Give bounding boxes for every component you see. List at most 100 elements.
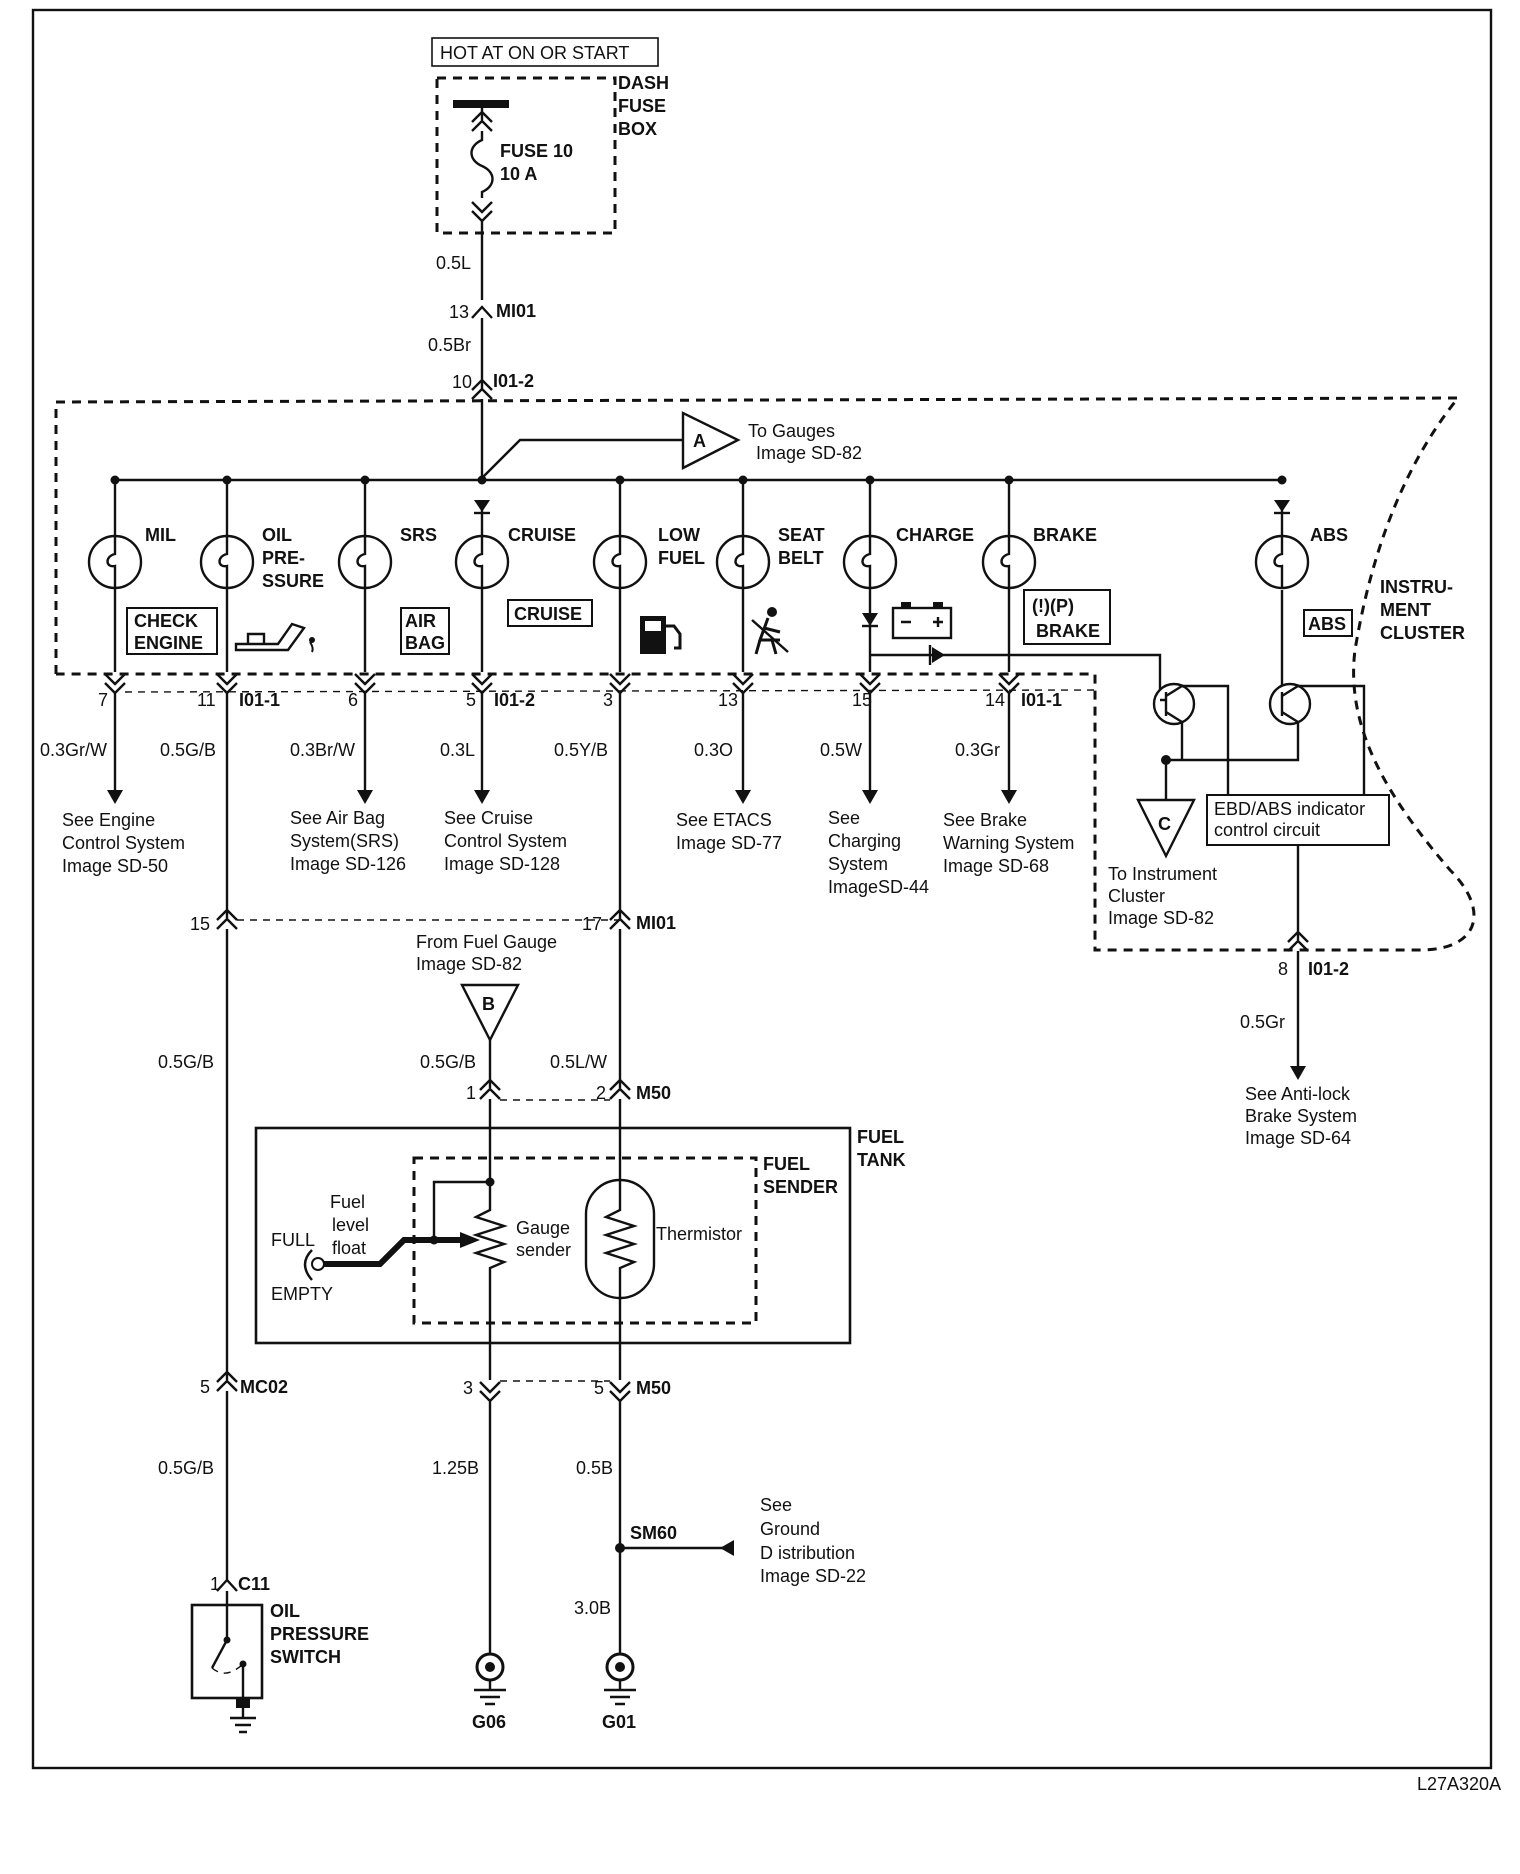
charge-ref-2: Charging: [828, 831, 901, 851]
low-filament: [611, 536, 622, 588]
fuel-tank-box: [254, 1126, 852, 1345]
srs-name-1: SRS: [400, 525, 437, 545]
fuse-busbar: [453, 100, 509, 108]
abs-bus-junction: [1277, 475, 1287, 485]
charge-brake-link: [870, 653, 1162, 700]
battery-icon: [891, 602, 953, 640]
low-wire: 0.5Y/B: [554, 740, 608, 760]
oil-switch-label-1: OIL: [270, 1601, 300, 1621]
cruise-connector: [471, 588, 493, 695]
hot-label: HOT AT ON OR START: [440, 43, 629, 63]
cluster-ref-1: To Instrument: [1108, 864, 1217, 884]
oil-filament: [218, 536, 229, 588]
gauges-ref-letter: A: [693, 431, 706, 451]
abs-badge-text: ABS: [1308, 614, 1346, 634]
cruise-badge-text: CRUISE: [514, 604, 582, 624]
seat-wire: 0.3O: [694, 740, 733, 760]
brake-ref-3: Image SD-68: [943, 856, 1049, 876]
low-pin: 3: [603, 690, 613, 710]
cluster-connector-band: [124, 689, 1096, 693]
oil-switch-contact: [223, 1636, 231, 1644]
cluster-ref-2: Cluster: [1108, 886, 1165, 906]
srs-wire: 0.3Br/W: [290, 740, 355, 760]
srs-filament: [356, 536, 367, 588]
charge-pin: 15: [852, 690, 872, 710]
mil-pin: 7: [98, 690, 108, 710]
m50-bottom-conn: [479, 1381, 631, 1654]
mil-connector: [104, 588, 126, 695]
seat-filament: [734, 536, 745, 588]
cluster-label-1: INSTRU-: [1380, 577, 1453, 597]
gauges-ref-line1: To Gauges: [748, 421, 835, 441]
abs-name-1: ABS: [1310, 525, 1348, 545]
brake-pin: 14: [985, 690, 1005, 710]
brake-transistor-leads: [1160, 684, 1230, 795]
charge-out-arrow: [862, 790, 878, 804]
gauge-sender-1: Gauge: [516, 1218, 570, 1238]
low-connector: [609, 588, 631, 695]
srs-ref-2: System(SRS): [290, 831, 399, 851]
fuse-symbol: [470, 108, 494, 300]
mil-wire: 0.3Gr/W: [40, 740, 107, 760]
float-full: FULL: [271, 1230, 315, 1250]
ebd-abs-line1: EBD/ABS indicator: [1214, 799, 1365, 819]
cluster-label-3: CLUSTER: [1380, 623, 1465, 643]
main-conn2-id: I01-2: [493, 371, 534, 391]
brake-filament: [1000, 536, 1011, 588]
air-bag-badge: [400, 607, 450, 655]
fuel-tank-1: FUEL: [857, 1127, 904, 1147]
m50-bottom-pin1: 3: [463, 1378, 473, 1398]
gnd-ref-2: Ground: [760, 1519, 820, 1539]
abs-badge: [1303, 609, 1353, 637]
oil-switch-dots: [211, 1663, 244, 1674]
gauge-sender-icon: [472, 1182, 508, 1380]
footer-code: L27A320A: [1417, 1774, 1501, 1794]
float-3: float: [332, 1238, 366, 1258]
main-conn1-id: MI01: [496, 301, 536, 321]
check-engine-badge-2: ENGINE: [134, 633, 203, 653]
thermistor-icon: [602, 1180, 638, 1380]
cluster-label-2: MENT: [1380, 600, 1431, 620]
brake-badge-2: BRAKE: [1036, 621, 1100, 641]
fuel-wire-a: 0.5L/W: [550, 1052, 607, 1072]
mil-ref-2: Control System: [62, 833, 185, 853]
gnd-ref-3: D istribution: [760, 1543, 855, 1563]
brake-diode-icon: [932, 647, 945, 663]
seat-belt-icon: [751, 607, 789, 655]
cluster-ref-letter: C: [1158, 814, 1171, 834]
oil-name-1: OIL: [262, 525, 292, 545]
abs-ref-2: Brake System: [1245, 1106, 1357, 1126]
mil-ref-3: Image SD-50: [62, 856, 168, 876]
charge-connector: [859, 588, 881, 695]
abs-out-conn: I01-2: [1308, 959, 1349, 979]
page-border: [31, 8, 1493, 1770]
ebd-abs-box: [1206, 794, 1390, 846]
seat-connector: [732, 588, 754, 695]
brake-name-1: BRAKE: [1033, 525, 1097, 545]
abs-out-arrow: [1290, 1066, 1306, 1080]
fuse-box-outline: [435, 76, 617, 235]
fuel-gauge-ref-1: From Fuel Gauge: [416, 932, 557, 952]
abs-ref-3: Image SD-64: [1245, 1128, 1351, 1148]
abs-transistor-icon: [1268, 682, 1312, 726]
abs-transistor-leads: [1166, 590, 1366, 795]
seat-pin: 13: [718, 690, 738, 710]
brake-ref-1: See Brake: [943, 810, 1027, 830]
sm60-label: SM60: [630, 1523, 677, 1543]
abs-out-wire: [1287, 845, 1309, 1068]
seat-out-arrow: [735, 790, 751, 804]
oil-name-3: SSURE: [262, 571, 324, 591]
ground-g06-label: G06: [472, 1712, 506, 1732]
charge-ref-1: See: [828, 808, 860, 828]
srs-ref-3: Image SD-126: [290, 854, 406, 874]
m50-conn-top: M50: [636, 1083, 671, 1103]
gauge-sender-wire: [479, 1040, 501, 1182]
charge-name-1: CHARGE: [896, 525, 974, 545]
cruise-badge: [507, 599, 593, 627]
main-wire-1: 0.5L: [436, 253, 471, 273]
oil-conn-b: MC02: [240, 1377, 288, 1397]
srs-ref-1: See Air Bag: [290, 808, 385, 828]
cruise-filament: [473, 536, 484, 588]
cruise-out-arrow: [474, 790, 490, 804]
